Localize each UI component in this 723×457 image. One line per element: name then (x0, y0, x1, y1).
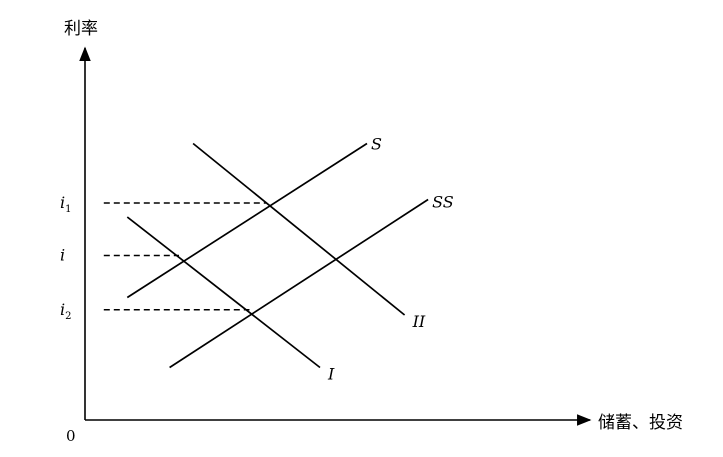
series-label-ss: SS (432, 193, 454, 212)
origin-label: 0 (66, 427, 76, 445)
y-tick-label-2: i (60, 246, 65, 265)
y-tick-labels: i1 i i2 (60, 193, 72, 322)
y-axis-label: 利率 (64, 19, 98, 39)
series-label-s: S (371, 135, 382, 154)
series-label-i: I (327, 365, 335, 384)
series-line-ss (169, 198, 429, 369)
y-tick-label-3: i2 (60, 300, 72, 322)
x-axis-label: 储蓄、投资 (598, 413, 683, 433)
series-line-s (126, 142, 368, 299)
series-line-i (126, 216, 321, 369)
guide-lines (103, 202, 266, 311)
y-tick-label-1: i1 (60, 193, 72, 215)
series-line-ii (192, 142, 406, 316)
series-label-ii: II (412, 312, 426, 331)
